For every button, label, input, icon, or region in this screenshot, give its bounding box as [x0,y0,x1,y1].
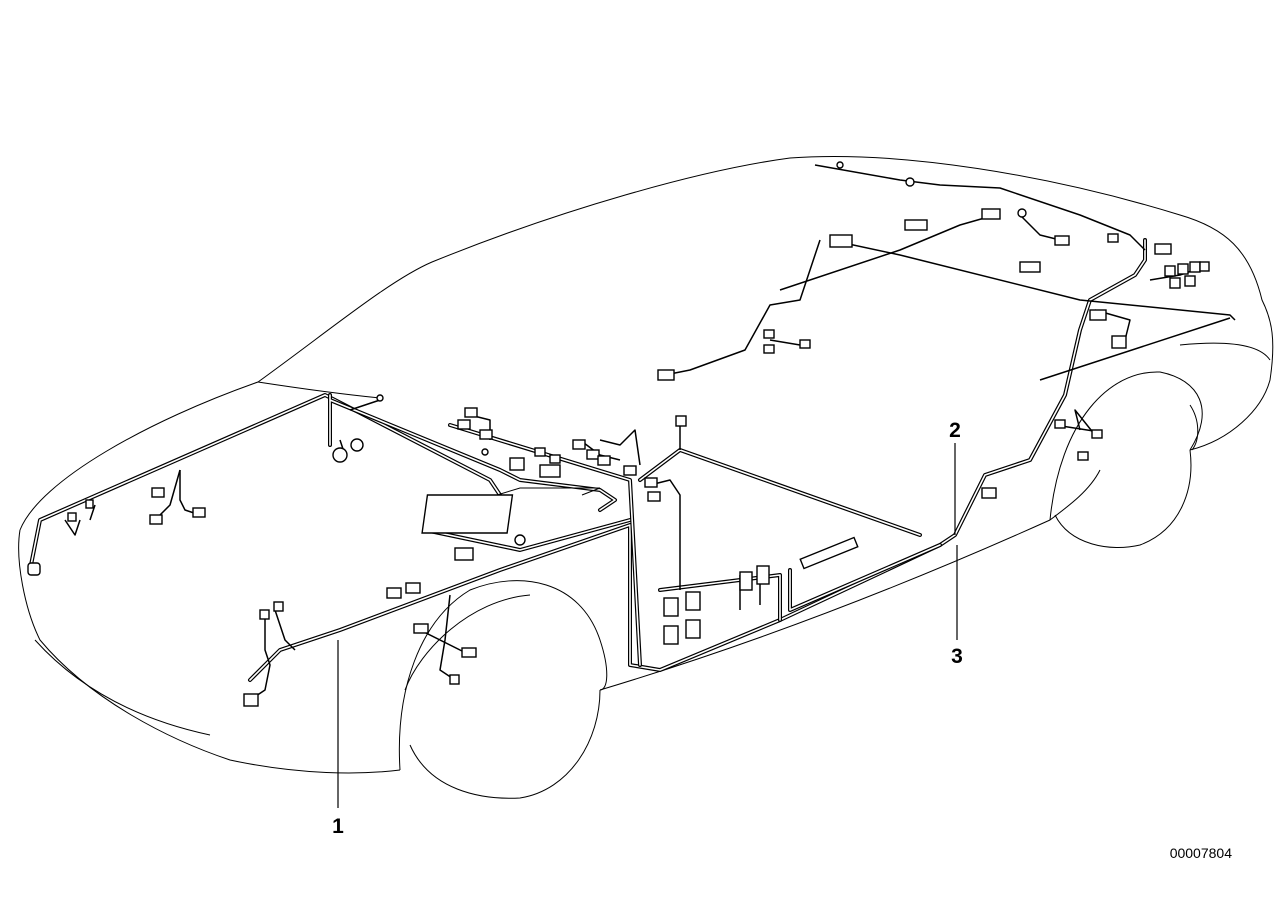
connector [597,455,611,466]
connector [514,534,526,546]
connector [85,499,94,509]
callout-3: 3 [951,645,963,668]
connector [981,487,997,499]
connector [67,512,77,522]
connector [457,419,471,430]
connector [1019,261,1041,273]
connector [454,547,474,561]
connector [481,448,489,456]
connector [829,234,853,248]
connector [539,464,561,478]
connector [663,597,679,617]
callout-leaders [337,443,958,808]
connector [1164,265,1176,277]
callout-2: 2 [949,419,961,442]
control-module-box [421,494,514,534]
connector [192,507,206,518]
connector [259,609,270,620]
connector [461,647,477,658]
connector [151,487,165,498]
connector [1154,243,1172,255]
connector [904,219,928,231]
connector [243,693,259,707]
connector [386,587,402,599]
connector [905,177,915,187]
connector [1054,235,1070,246]
connector [1169,277,1181,289]
connector [1199,261,1210,272]
connector [657,369,675,381]
front-branch-wires [64,399,761,701]
connector [273,601,284,612]
connector [675,415,687,427]
connector [509,457,525,471]
connector-strip [799,536,859,570]
connector [763,329,775,339]
car-body-outline [18,156,1274,774]
connector [1184,275,1196,287]
callout-1: 1 [332,815,344,838]
document-id: 00007804 [1170,845,1233,861]
connector [1077,451,1089,461]
connector [623,465,637,476]
connector [644,477,658,488]
connector [763,344,775,354]
connector [1017,208,1027,218]
connector [1177,263,1189,275]
front-wheel [398,580,608,799]
connector [1107,233,1119,243]
connector [376,394,384,402]
connector [449,674,460,685]
connector [479,429,493,440]
connector [1089,309,1107,321]
connector [1091,429,1103,439]
connector [981,208,1001,220]
connector [685,591,701,611]
connector [350,438,364,452]
connector [413,623,429,634]
rear-wheel [1049,371,1203,548]
connector [586,449,600,460]
connector [464,407,478,418]
connector [27,562,41,576]
connector [332,447,348,463]
connector [549,454,561,464]
connector [663,625,679,645]
connector [572,439,586,450]
connector [647,491,661,502]
connectors [27,161,1210,707]
connector [1189,261,1201,273]
connector [1054,419,1066,429]
connector [685,619,701,639]
connector [405,582,421,594]
connector [836,161,844,169]
main-wiring-harness [28,238,1147,682]
connector [739,571,753,591]
connector [1111,335,1127,349]
connector [799,339,811,349]
connector [534,447,546,457]
connector [756,565,770,585]
connector [149,514,163,525]
